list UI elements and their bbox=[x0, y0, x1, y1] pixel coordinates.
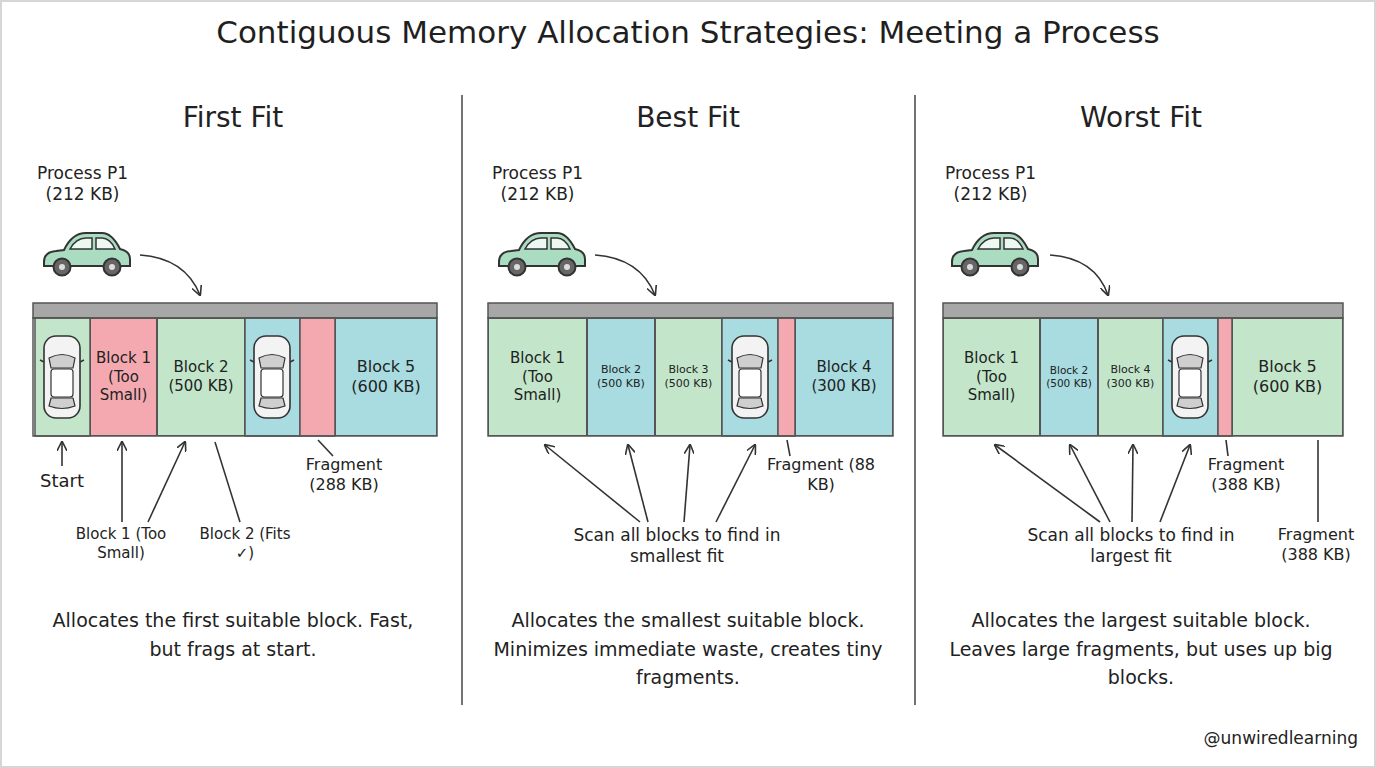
block-label: Block 4 (300 KB) bbox=[1101, 363, 1160, 391]
arrival-arrow bbox=[1050, 255, 1108, 295]
process-car bbox=[499, 233, 585, 276]
memory-block: Block 5 (600 KB) bbox=[1232, 318, 1343, 436]
scan-note: Scan all blocks to find in largest fit bbox=[1018, 525, 1244, 568]
occupied-block bbox=[35, 318, 90, 436]
fragment-block bbox=[778, 318, 795, 436]
fragment-label: Fragment (288 KB) bbox=[288, 455, 400, 495]
memory-bar-top bbox=[943, 303, 1343, 318]
leader-line bbox=[215, 442, 240, 522]
fragment-block bbox=[1218, 318, 1232, 436]
strategy-caption: Allocates the first suitable block. Fast… bbox=[38, 606, 428, 663]
process-label: Process P1 (212 KB) bbox=[20, 163, 145, 206]
scan-arrow bbox=[1160, 445, 1190, 522]
panel-heading: Best Fit bbox=[588, 100, 788, 135]
process-label: Process P1 (212 KB) bbox=[928, 163, 1053, 206]
parked-car bbox=[728, 336, 772, 418]
block-label: Block 1 (Too Small) bbox=[93, 349, 154, 405]
pointer-label: Block 1 (Too Small) bbox=[65, 525, 177, 563]
parked-car bbox=[250, 336, 294, 418]
memory-block: Block 3 (500 KB) bbox=[655, 318, 722, 436]
leader-arrow bbox=[148, 442, 185, 522]
memory-block: Block 1 (Too Small) bbox=[488, 318, 587, 436]
allocated-block bbox=[722, 318, 778, 436]
memory-block: Block 2 (500 KB) bbox=[157, 318, 245, 436]
scan-arrow bbox=[1132, 445, 1133, 522]
block-label: Block 5 (600 KB) bbox=[344, 357, 428, 397]
memory-bar-outline bbox=[488, 318, 893, 436]
pointer-label: Start bbox=[27, 470, 97, 493]
memory-block: Block 5 (600 KB) bbox=[335, 318, 437, 436]
scan-arrow bbox=[628, 445, 648, 522]
memory-block: Block 2 (500 KB) bbox=[587, 318, 655, 436]
memory-block: Block 1 (Too Small) bbox=[943, 318, 1040, 436]
fragment-label: Fragment (88 KB) bbox=[765, 455, 877, 495]
panel-divider bbox=[914, 95, 916, 705]
scan-arrow bbox=[716, 445, 755, 522]
diagram-title: Contiguous Memory Allocation Strategies:… bbox=[0, 14, 1376, 50]
memory-block: Block 4 (300 KB) bbox=[795, 318, 893, 436]
parked-car bbox=[1168, 336, 1212, 418]
leader-arrow bbox=[121, 442, 123, 522]
memory-block: Block 2 (500 KB) bbox=[1040, 318, 1098, 436]
parked-car bbox=[40, 336, 84, 418]
process-label: Process P1 (212 KB) bbox=[475, 163, 600, 206]
scan-arrow bbox=[545, 445, 640, 522]
process-car bbox=[44, 233, 130, 276]
scan-arrow bbox=[995, 445, 1100, 522]
process-car bbox=[952, 233, 1038, 276]
memory-bar-top bbox=[33, 303, 437, 318]
panel-divider bbox=[461, 95, 463, 705]
allocated-block bbox=[1163, 318, 1218, 436]
fragment-block bbox=[300, 318, 335, 436]
block-label: Block 5 (600 KB) bbox=[1243, 357, 1332, 397]
panel-heading: First Fit bbox=[133, 100, 333, 135]
leader-line bbox=[1317, 440, 1319, 522]
memory-block: Block 1 (Too Small) bbox=[90, 318, 157, 436]
memory-bar-top bbox=[488, 303, 893, 318]
arrival-arrow bbox=[595, 255, 655, 295]
fragment-label: Fragment (388 KB) bbox=[1260, 525, 1372, 565]
pointer-label: Block 2 (Fits ✓) bbox=[195, 525, 295, 563]
memory-block: Block 4 (300 KB) bbox=[1098, 318, 1163, 436]
memory-bar-outline bbox=[943, 318, 1343, 436]
fragment-label: Fragment (388 KB) bbox=[1190, 455, 1302, 495]
allocated-block bbox=[245, 318, 300, 436]
panel-heading: Worst Fit bbox=[1041, 100, 1241, 135]
leader-line bbox=[1226, 440, 1228, 456]
strategy-caption: Allocates the largest suitable block. Le… bbox=[940, 606, 1342, 692]
memory-bar-outline bbox=[33, 318, 437, 436]
block-label: Block 4 (300 KB) bbox=[804, 358, 884, 396]
leader-line bbox=[318, 440, 333, 456]
block-label: Block 2 (500 KB) bbox=[160, 358, 242, 396]
arrival-arrow bbox=[140, 255, 200, 295]
block-label: Block 2 (500 KB) bbox=[1042, 364, 1096, 390]
scan-arrow bbox=[684, 445, 690, 522]
block-label: Block 1 (Too Small) bbox=[952, 349, 1031, 405]
block-label: Block 3 (500 KB) bbox=[658, 363, 719, 391]
scan-note: Scan all blocks to find in smallest fit bbox=[563, 525, 791, 568]
strategy-caption: Allocates the smallest suitable block. M… bbox=[488, 606, 888, 692]
block-label: Block 1 (Too Small) bbox=[497, 349, 578, 405]
leader-line bbox=[787, 440, 790, 456]
scan-arrow bbox=[1070, 445, 1110, 522]
block-label: Block 2 (500 KB) bbox=[590, 363, 652, 391]
watermark: @unwiredlearning bbox=[1096, 728, 1358, 749]
leader-arrow bbox=[61, 442, 63, 466]
